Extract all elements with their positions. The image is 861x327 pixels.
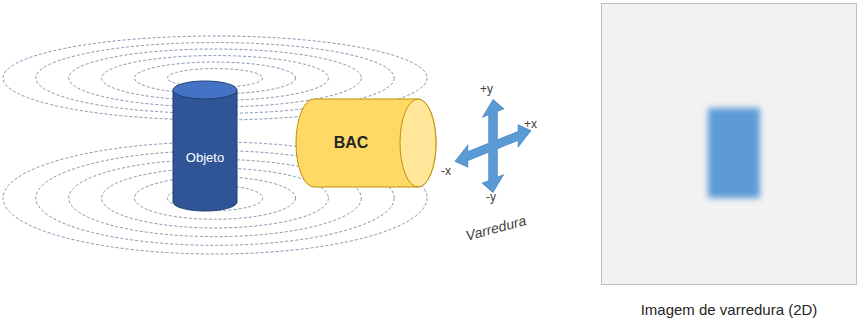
magnetic-field-lines — [3, 36, 427, 254]
caption-text: Imagem de varredura (2D) — [601, 301, 857, 318]
bac-sensor-cylinder: BAC — [296, 98, 436, 188]
axis-label: +y — [480, 82, 493, 96]
cylinder-body — [296, 99, 436, 187]
field-line — [69, 49, 362, 107]
object-cylinder: Objeto — [172, 80, 238, 212]
axis-label: -y — [486, 190, 496, 204]
node-label: Objeto — [186, 128, 224, 165]
scan-arrows — [455, 85, 531, 208]
cylinder-body — [173, 90, 237, 211]
field-line — [102, 56, 329, 101]
cylinder-top — [173, 81, 237, 99]
blurred-object-image — [708, 108, 760, 198]
cylinder-end — [400, 99, 436, 187]
scan-label: Varredura — [464, 212, 528, 243]
object-cylinder-shape — [172, 80, 238, 212]
node-label: BAC — [334, 134, 399, 152]
axis-label: +x — [524, 117, 537, 131]
axis-label: -x — [441, 164, 451, 178]
image-frame — [602, 4, 857, 285]
scan-image-panel-shape — [601, 3, 857, 285]
scan-image-panel: Imagem de varredura (2D) — [601, 3, 857, 285]
